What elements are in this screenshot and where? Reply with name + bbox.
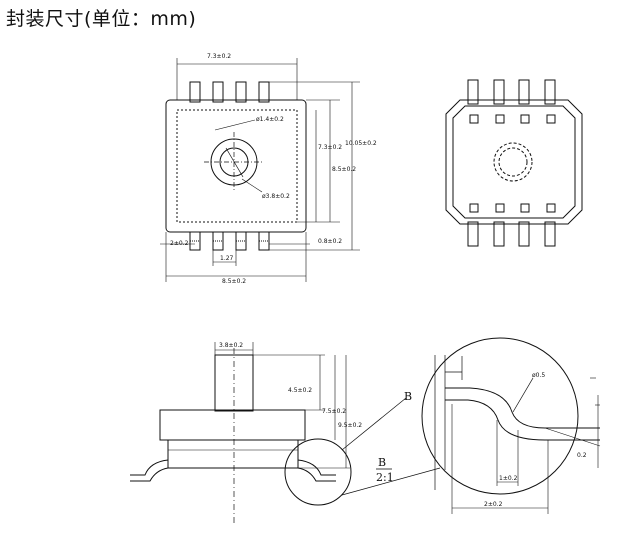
dim-width-bottom: 8.5±0.2 [222, 278, 246, 285]
dim-pin-thickness: 0.8±0.2 [318, 238, 342, 245]
dim-port-inner: ø3.8±0.2 [262, 193, 290, 200]
dim-height-total: 10.05±0.2 [345, 140, 377, 147]
detail-view-label: B [378, 456, 386, 469]
dim-thickness: 0.2 [577, 452, 587, 459]
bottom-view [445, 79, 583, 247]
dim-radius: ø0.5 [532, 372, 545, 379]
detail-view [421, 337, 601, 514]
side-view [130, 342, 441, 526]
top-view [160, 58, 360, 282]
dim-port-height: 4.5±0.2 [288, 387, 312, 394]
dim-height-a: 7.5±0.2 [322, 408, 346, 415]
dim-height-inner: 8.5±0.2 [332, 166, 356, 173]
dim-port-outer: ø1.4±0.2 [256, 116, 284, 123]
dim-width-top: 7.3±0.2 [207, 53, 231, 60]
dim-foot-span: 2±0.2 [484, 501, 503, 508]
dim-height-b: 9.5±0.2 [338, 422, 362, 429]
page-title: 封装尺寸(单位：mm) [6, 8, 197, 30]
dim-height-body: 7.3±0.2 [318, 144, 342, 151]
dim-port-diameter: 3.8±0.2 [219, 342, 243, 349]
detail-marker: B [404, 390, 412, 403]
detail-view-scale: 2:1 [376, 471, 394, 484]
dim-pin-pitch: 1.27 [220, 255, 234, 262]
dim-foot-length: 1±0.2 [499, 475, 518, 482]
dim-pin-width: 2±0.2 [170, 240, 189, 247]
